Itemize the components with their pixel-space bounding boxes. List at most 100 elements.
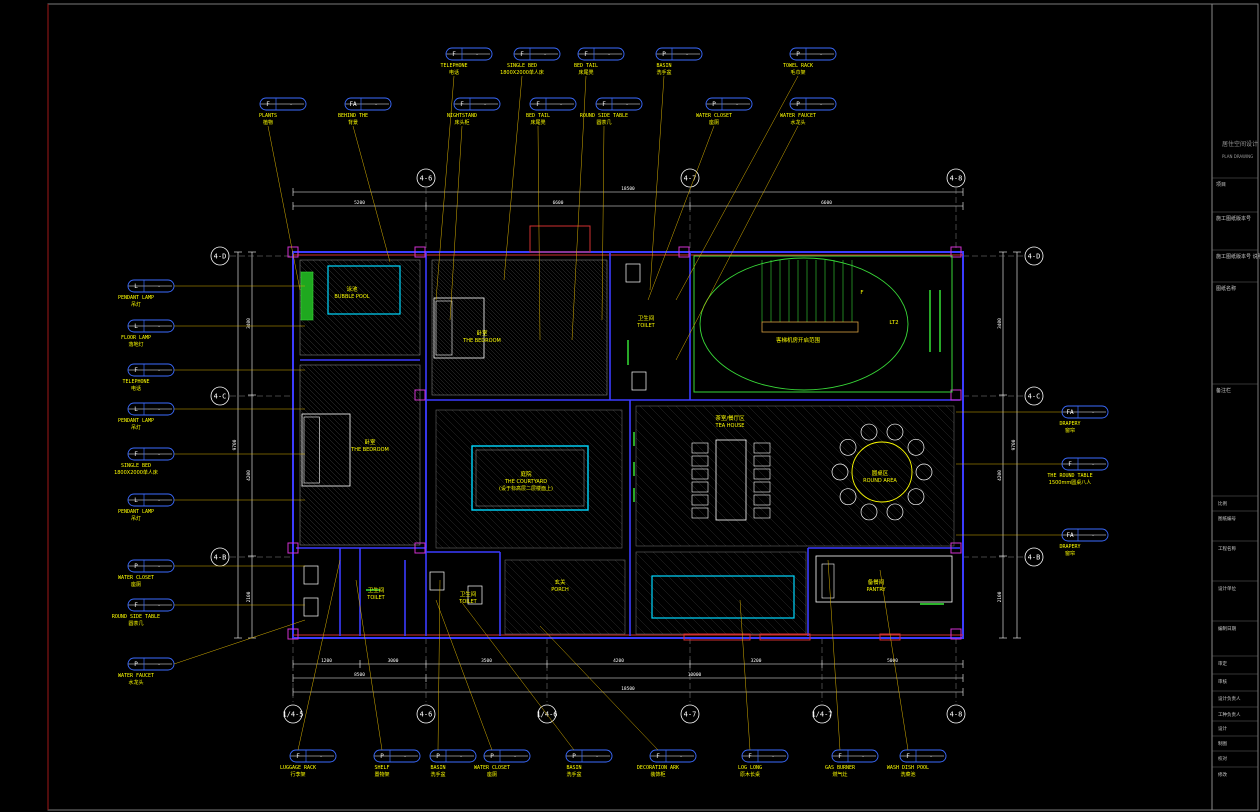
floor-bedroom-2-hatch bbox=[364, 364, 421, 421]
tag-top-3-en: BASIN bbox=[656, 63, 671, 69]
floor-bedroom-2-hatch bbox=[299, 454, 391, 546]
long-table-chair bbox=[753, 481, 771, 493]
title-block-row: 设计单位 bbox=[1218, 585, 1236, 592]
floor-tea-house-hatch bbox=[648, 405, 790, 547]
tag-top-7-dash: - bbox=[483, 101, 487, 108]
axis-right-4-C-bubble bbox=[1024, 386, 1044, 406]
floor-bedroom-2-hatch bbox=[404, 364, 421, 381]
floor-bedroom-1-hatch bbox=[431, 382, 445, 396]
tag-left-2-code: F bbox=[134, 367, 138, 374]
floor-bedroom-1-hatch bbox=[431, 322, 505, 396]
tag-bottom-2-dash: - bbox=[459, 753, 463, 760]
floor-bedroom-1-hatch bbox=[431, 286, 541, 396]
floor-tea-house-hatch bbox=[801, 405, 943, 547]
floor-porch-hatch bbox=[614, 559, 626, 571]
floor-tea-house-hatch bbox=[639, 405, 781, 547]
tag-right-2-code: FA bbox=[1066, 532, 1074, 539]
room-round-area-en: ROUND AREA bbox=[863, 478, 897, 484]
bed-1-pillow bbox=[435, 300, 453, 356]
floor-courtyard-hatch bbox=[521, 409, 623, 511]
tag-top-2-leader bbox=[571, 75, 587, 341]
floor-courtyard-hatch bbox=[435, 526, 458, 549]
long-table-chair bbox=[753, 455, 771, 467]
floor-tea-house-hatch bbox=[729, 405, 871, 547]
floor-courtyard-hatch bbox=[435, 498, 486, 549]
tag-bottom-leader bbox=[437, 579, 441, 751]
floor-bedroom-2-hatch bbox=[299, 529, 316, 546]
dim-label: 18500 bbox=[621, 186, 635, 192]
floor-pool-room bbox=[299, 259, 421, 356]
floor-bedroom-1-hatch bbox=[431, 310, 517, 396]
tag-bottom-0-dash: - bbox=[319, 753, 323, 760]
tag-bottom-0-capsule bbox=[289, 749, 337, 763]
title-block-row: 审定 bbox=[1218, 660, 1227, 667]
axis-top-4-7-bubble bbox=[680, 168, 700, 188]
round-table-chair bbox=[839, 488, 857, 506]
room-f: F bbox=[860, 290, 863, 296]
floor-bedroom-2-hatch bbox=[304, 364, 421, 481]
floor-courtyard-hatch bbox=[612, 409, 623, 420]
title-block-row: 工程名称 bbox=[1218, 545, 1236, 552]
floor-tea-house-hatch bbox=[873, 405, 955, 487]
tag-top-1-leader bbox=[503, 75, 523, 281]
dim-label: 2100 bbox=[997, 591, 1003, 602]
floor-tea-house-hatch bbox=[945, 405, 955, 415]
floor-bedroom-1-hatch bbox=[440, 259, 577, 396]
tag-bottom-6-en: LOG LONG bbox=[738, 765, 762, 771]
tag-left-1-dash: - bbox=[157, 323, 161, 330]
tag-bottom-1-capsule bbox=[373, 749, 421, 763]
room-bed-1-en: THE BEDROOM bbox=[462, 338, 501, 344]
floor-bedroom-2-hatch bbox=[399, 364, 421, 386]
floor-tea-house-hatch bbox=[666, 405, 808, 547]
tag-bottom-0-en: LUGGAGE RACK bbox=[280, 765, 316, 771]
floor-courtyard-hatch bbox=[435, 533, 451, 549]
floor-tea-house-hatch bbox=[635, 491, 691, 547]
floor-bedroom-1-hatch bbox=[552, 259, 608, 315]
axis-bottom-4-8-bubble bbox=[946, 704, 966, 724]
floor-bedroom-2-hatch bbox=[299, 479, 366, 546]
dim-label: 3200 bbox=[751, 658, 762, 664]
floor-courtyard-hatch bbox=[435, 519, 465, 549]
tag-top-0-cn: 电话 bbox=[449, 69, 459, 76]
tag-top-3-leader bbox=[649, 75, 665, 291]
floor-courtyard-hatch bbox=[493, 409, 623, 539]
tag-bottom-4-cn: 洗手盆 bbox=[566, 771, 581, 778]
tag-top-0-dash: - bbox=[475, 51, 479, 58]
floor-porch-hatch bbox=[504, 625, 514, 635]
column bbox=[950, 389, 962, 401]
tag-top-3-code: P bbox=[662, 51, 666, 58]
floor-tea-house-hatch bbox=[738, 405, 880, 547]
tag-bottom-3-en: WATER CLOSET bbox=[474, 765, 510, 771]
long-table-chair bbox=[691, 494, 709, 506]
floor-bedroom-2-hatch bbox=[299, 504, 341, 546]
tag-top-3-cn: 洗手盆 bbox=[656, 69, 671, 76]
tag-bottom-4-dash: - bbox=[595, 753, 599, 760]
floor-porch-hatch bbox=[550, 559, 626, 635]
floor-porch-hatch bbox=[590, 559, 626, 595]
tag-top-0-en: TELEPHONE bbox=[440, 63, 467, 69]
tag-top-9-cn: 圆茶几 bbox=[596, 119, 611, 126]
floor-bedroom-2-hatch bbox=[299, 374, 421, 496]
floor-tea-house-hatch bbox=[635, 410, 772, 547]
floor-bedroom-2-hatch bbox=[384, 364, 421, 401]
tag-top-7-cn: 床头柜 bbox=[454, 119, 469, 126]
floor-tea-house-hatch bbox=[936, 405, 955, 424]
floor-tea-house-hatch bbox=[810, 405, 952, 547]
column bbox=[287, 628, 299, 640]
tag-right-1-code: F bbox=[1068, 461, 1072, 468]
axis-bottom-4-7-bubble bbox=[680, 704, 700, 724]
floor-pool-room-hatch bbox=[318, 259, 415, 356]
floor-courtyard-hatch bbox=[435, 456, 528, 549]
tag-top-5-capsule bbox=[259, 97, 307, 111]
dim-label: 3400 bbox=[997, 318, 1003, 329]
floor-pool-room-hatch bbox=[299, 324, 331, 356]
tag-left-4-code: F bbox=[134, 451, 138, 458]
